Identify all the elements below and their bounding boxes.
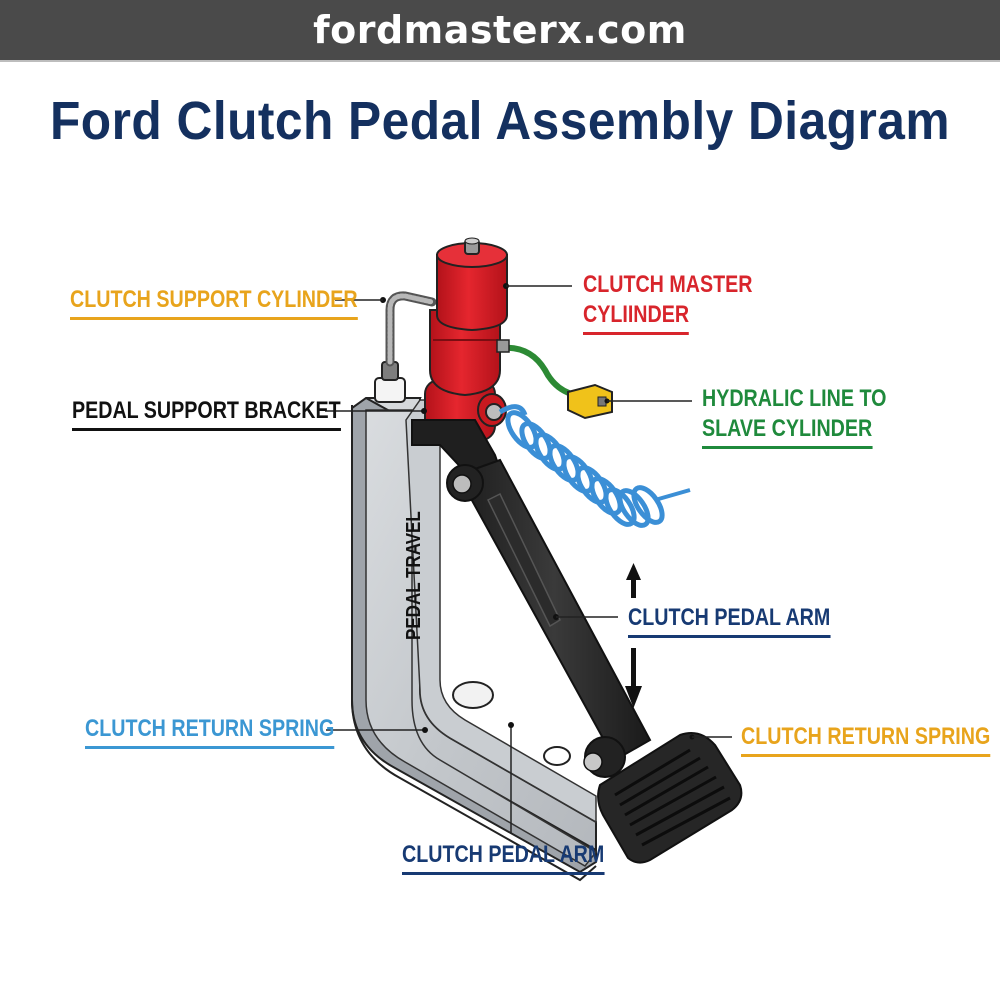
label-clutch-pedal-arm-bottom: CLUTCH PEDAL ARM [402, 840, 605, 879]
label-pedal-support-bracket: PEDAL SUPPORT BRACKET [72, 396, 341, 435]
clutch-pedal-arm [411, 419, 652, 778]
hydraulic-connector [567, 383, 613, 420]
clutch-master-cylinder [424, 237, 509, 441]
pedal-travel-arrows [625, 563, 642, 708]
site-name: fordmasterx.com [313, 8, 687, 52]
page-title: Ford Clutch Pedal Assembly Diagram [50, 91, 950, 151]
label-clutch-support-cylinder: CLUTCH SUPPORT CYLINDER [70, 285, 358, 324]
leader-lines [325, 285, 732, 833]
label-clutch-master-cylinder: CLUTCH MASTER CYLIINDER [583, 270, 752, 339]
label-clutch-return-spring-left: CLUTCH RETURN SPRING [85, 714, 335, 753]
label-clutch-pedal-arm-right: CLUTCH PEDAL ARM [628, 603, 831, 642]
pedal-support-bracket [351, 361, 598, 882]
site-header-bar: fordmasterx.com [0, 0, 1000, 62]
clutch-return-spring-coil [498, 404, 691, 528]
label-hydraulic-line: HYDRALIC LINE TO SLAVE CYLINDER [702, 384, 886, 453]
pedal-travel-text: PEDAL TRAVEL [403, 511, 425, 640]
label-clutch-return-spring-right: CLUTCH RETURN SPRING [741, 722, 991, 761]
